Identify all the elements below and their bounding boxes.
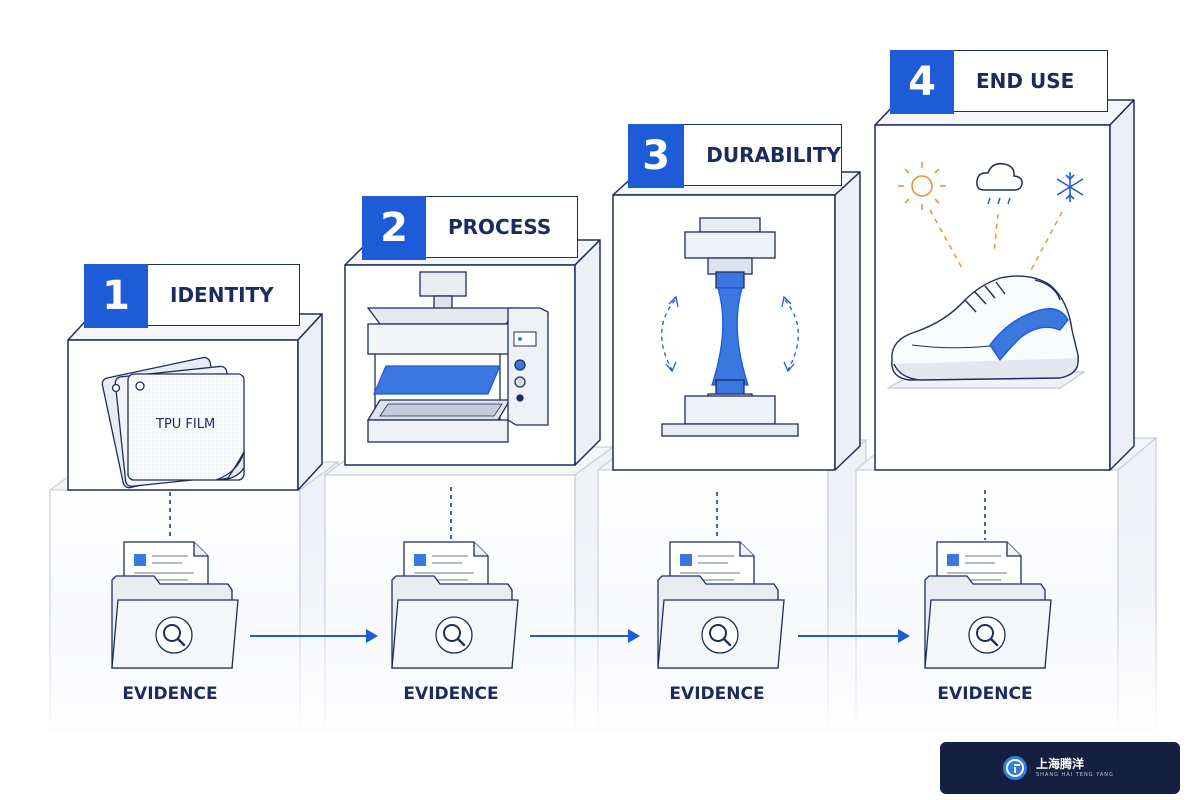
step-title: IDENTITY bbox=[148, 264, 300, 326]
snowflake-icon bbox=[1056, 172, 1084, 202]
evidence-label: EVIDENCE bbox=[403, 684, 499, 704]
tpu-film-icon bbox=[101, 356, 245, 489]
dashed-connectors bbox=[169, 487, 986, 540]
step-4-tab: 4 END USE bbox=[890, 50, 1108, 114]
brand-logo-icon bbox=[1003, 756, 1027, 780]
sun-icon bbox=[898, 162, 946, 210]
step-title: PROCESS bbox=[426, 196, 578, 258]
step-3-tab: 3 DURABILITY bbox=[628, 124, 842, 188]
sneaker-icon bbox=[887, 275, 1085, 389]
step-2-tab: 2 PROCESS bbox=[362, 196, 578, 260]
brand-name-en: SHANG HAI TENG YANG bbox=[1036, 772, 1114, 778]
step-number: 3 bbox=[628, 124, 685, 188]
evidence-folder-icon bbox=[657, 541, 785, 669]
evidence-folder-icon bbox=[924, 541, 1052, 669]
evidence-label: EVIDENCE bbox=[669, 684, 765, 704]
step-number: 2 bbox=[362, 196, 426, 260]
brand-name-cn: 上海腾洋 bbox=[1036, 757, 1085, 771]
step-number: 4 bbox=[890, 50, 954, 114]
flow-arrows bbox=[250, 629, 910, 643]
step-number: 1 bbox=[84, 264, 148, 328]
rain-cloud-icon bbox=[976, 162, 1023, 205]
evidence-folder-icon bbox=[111, 541, 239, 669]
step-1-tab: 1 IDENTITY bbox=[84, 264, 300, 328]
evidence-folders bbox=[111, 541, 1052, 669]
film-label: TPU FILM bbox=[156, 417, 216, 432]
evidence-folder-icon bbox=[391, 541, 519, 669]
step-title: DURABILITY bbox=[684, 124, 842, 186]
tensile-tester-icon bbox=[661, 217, 799, 437]
evidence-label: EVIDENCE bbox=[122, 684, 218, 704]
weather-rays bbox=[929, 209, 1063, 273]
evidence-label: EVIDENCE bbox=[937, 684, 1033, 704]
brand-badge: 上海腾洋 SHANG HAI TENG YANG bbox=[940, 742, 1180, 794]
heat-press-icon bbox=[366, 271, 549, 443]
step-title: END USE bbox=[954, 50, 1108, 112]
